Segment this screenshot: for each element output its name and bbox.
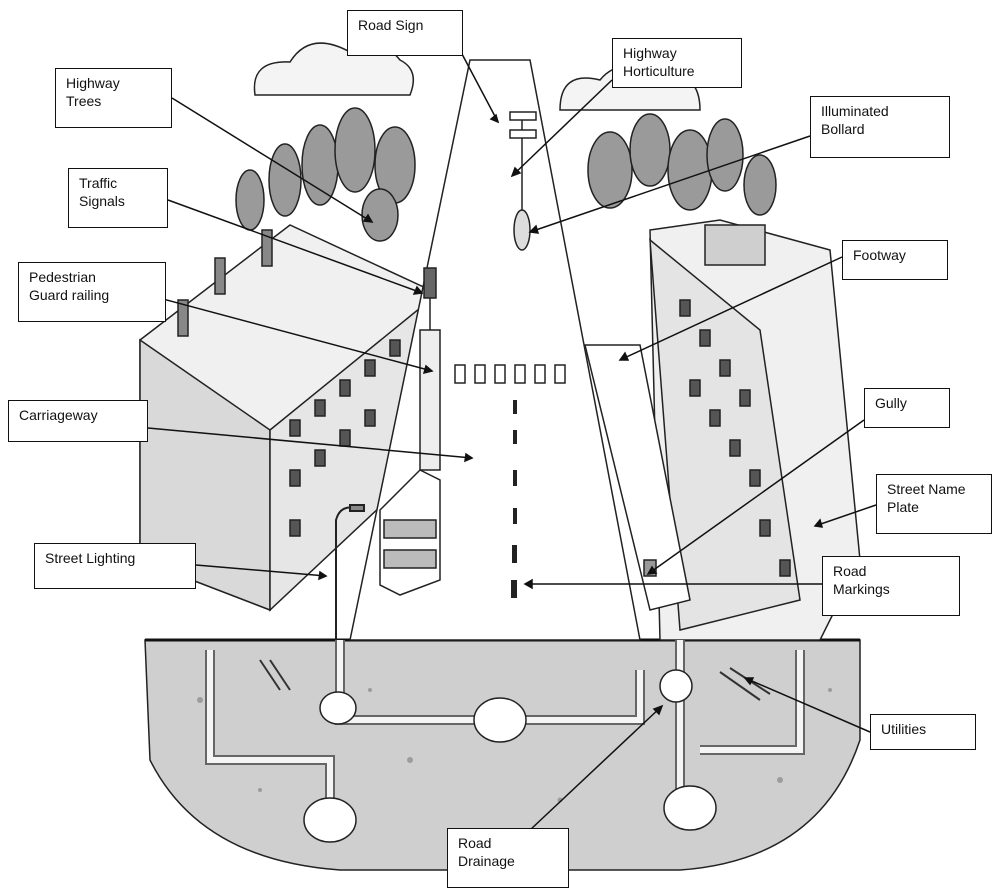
highway-trees-label-line-1: Highway	[66, 74, 161, 92]
pedestrian-guard-railing-label-line-2: Guard railing	[29, 286, 155, 304]
pedestrian-guard-railing-label-line-1: Pedestrian	[29, 268, 155, 286]
carriageway-label: Carriageway	[8, 400, 148, 442]
illuminated-bollard-label: Illuminated Bollard	[810, 96, 950, 158]
traffic-signals-label: Traffic Signals	[68, 168, 168, 228]
highway-horticulture-label-line-2: Horticulture	[623, 62, 731, 80]
road-markings-label-line-1: Road	[833, 562, 949, 580]
highway-trees-label: Highway Trees	[55, 68, 172, 128]
road-drainage-label-line-1: Road	[458, 834, 558, 852]
footway-label-line-1: Footway	[853, 246, 937, 264]
street-name-plate-label-line-1: Street Name	[887, 480, 981, 498]
highway-trees-label-line-2: Trees	[66, 92, 161, 110]
road-sign-label: Road Sign	[347, 10, 463, 56]
carriageway-label-line-1: Carriageway	[19, 406, 137, 424]
traffic-signals-label-line-2: Signals	[79, 192, 157, 210]
street-lighting-label: Street Lighting	[34, 543, 196, 589]
street-lighting-label-line-1: Street Lighting	[45, 549, 185, 567]
highway-horticulture-label-line-1: Highway	[623, 44, 731, 62]
street-name-plate-label-line-2: Plate	[887, 498, 981, 516]
gully-label: Gully	[864, 388, 950, 428]
illuminated-bollard-label-line-2: Bollard	[821, 120, 939, 138]
utilities-label-line-1: Utilities	[881, 720, 965, 738]
utilities-label: Utilities	[870, 714, 976, 750]
street-name-plate-label: Street Name Plate	[876, 474, 992, 534]
highway-horticulture-label: Highway Horticulture	[612, 38, 742, 88]
gully-label-line-1: Gully	[875, 394, 939, 412]
road-markings-label-line-2: Markings	[833, 580, 949, 598]
road-drainage-label: Road Drainage	[447, 828, 569, 888]
road-drainage-label-line-2: Drainage	[458, 852, 558, 870]
road-sign-label-line-1: Road Sign	[358, 16, 452, 34]
pedestrian-guard-railing-label: Pedestrian Guard railing	[18, 262, 166, 322]
traffic-signals-label-line-1: Traffic	[79, 174, 157, 192]
illuminated-bollard-label-line-1: Illuminated	[821, 102, 939, 120]
road-markings-label: Road Markings	[822, 556, 960, 616]
footway-label: Footway	[842, 240, 948, 280]
